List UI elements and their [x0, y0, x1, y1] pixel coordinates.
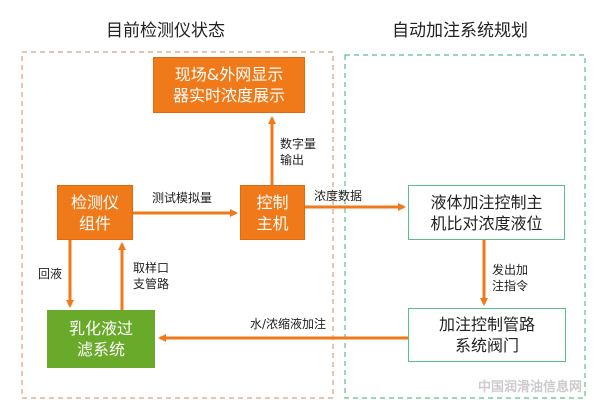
display-line2: 器实时浓度展示	[172, 86, 285, 105]
label-return: 回液	[38, 267, 63, 281]
detector-line1: 检测仪	[70, 192, 119, 212]
liquid-control-box: 液体加注控制主 机比对浓度液位	[408, 185, 565, 240]
liquid-control-line1: 液体加注控制主	[430, 192, 543, 212]
label-sampling-line1: 取样口	[133, 261, 170, 275]
label-command: 发出加 注指令	[492, 262, 528, 294]
label-sampling-line2: 支管路	[133, 277, 170, 291]
valve-line1: 加注控制管路	[438, 315, 535, 334]
label-digital-output: 数字量 输出	[280, 136, 316, 168]
label-analog: 测试模拟量	[152, 191, 213, 205]
label-command-line1: 发出加	[492, 263, 529, 277]
emulsion-box: 乳化液过 滤系统	[47, 310, 155, 368]
display-line1: 现场&外网显示	[174, 65, 284, 84]
emulsion-line2: 滤系统	[76, 340, 125, 359]
label-digital-output-line2: 输出	[280, 153, 305, 167]
label-concentration: 浓度数据	[314, 189, 363, 203]
label-digital-output-line1: 数字量	[280, 137, 317, 151]
valve-line2: 系统阀门	[454, 336, 519, 355]
planned-region	[344, 54, 586, 399]
label-command-line2: 注指令	[492, 279, 529, 293]
controller-line2: 主机	[256, 213, 289, 233]
detector-line2: 组件	[78, 213, 111, 233]
controller-box: 控制 主机	[240, 185, 305, 240]
label-refill: 水/浓缩液加注	[250, 317, 327, 331]
liquid-control-line2: 机比对浓度液位	[430, 213, 543, 233]
label-sampling: 取样口 支管路	[133, 260, 169, 292]
valve-box: 加注控制管路 系统阀门	[408, 308, 566, 362]
emulsion-line1: 乳化液过	[68, 319, 133, 338]
watermark: 中国润滑油信息网	[477, 380, 582, 395]
display-box: 现场&外网显示 器实时浓度展示	[153, 57, 305, 113]
current-state-region	[21, 51, 334, 399]
section-title-current: 目前检测仪状态	[106, 21, 225, 41]
controller-line1: 控制	[256, 192, 289, 212]
detector-box: 检测仪 组件	[57, 185, 133, 240]
section-title-planned: 自动加注系统规划	[392, 21, 528, 41]
